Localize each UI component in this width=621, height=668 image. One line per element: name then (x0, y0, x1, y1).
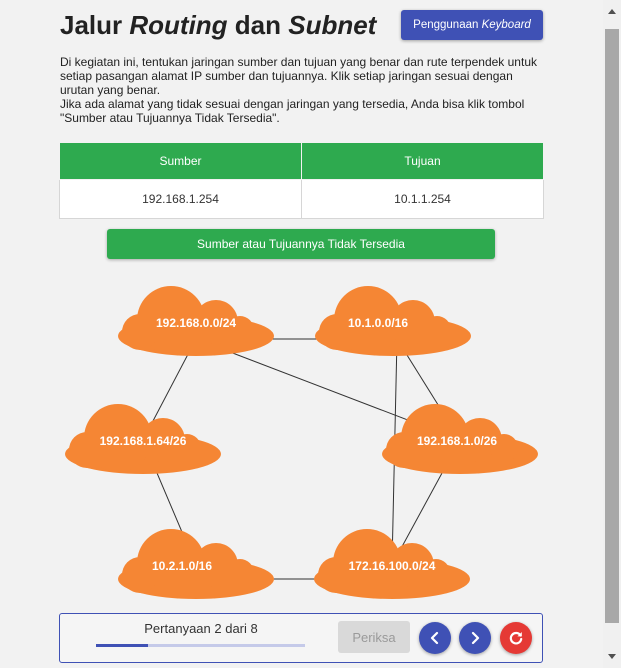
destination-ip-cell: 10.1.1.254 (301, 179, 544, 219)
scrollbar-thumb[interactable] (605, 29, 619, 623)
chevron-right-icon (471, 631, 480, 645)
vertical-scrollbar[interactable] (603, 0, 621, 668)
title-text-4: Subnet (288, 10, 377, 40)
network-node-n4[interactable]: 192.168.1.0/26 (382, 404, 538, 474)
network-node-n2[interactable]: 10.1.0.0/16 (315, 286, 471, 356)
not-available-button[interactable]: Sumber atau Tujuannya Tidak Tersedia (107, 229, 495, 259)
address-table: Sumber Tujuan 192.168.1.254 10.1.1.254 (59, 142, 544, 219)
next-button[interactable] (459, 622, 491, 654)
scroll-down-arrow-icon[interactable] (608, 654, 616, 659)
page-title: Jalur Routing dan Subnet (60, 8, 376, 42)
network-label: 192.168.1.64/26 (100, 434, 187, 448)
title-text-1: Jalur (60, 10, 130, 40)
navigation-footer: Pertanyaan 2 dari 8 Periksa (59, 613, 543, 663)
instructions-line-1: Di kegiatan ini, tentukan jaringan sumbe… (60, 55, 537, 97)
progress-bar (96, 644, 305, 647)
chevron-left-icon (430, 631, 439, 645)
keyboard-usage-button[interactable]: Penggunaan Keyboard (401, 10, 543, 40)
reset-button[interactable] (500, 622, 532, 654)
title-text-3: dan (227, 10, 289, 40)
header-destination: Tujuan (301, 142, 544, 180)
network-node-n3[interactable]: 192.168.1.64/26 (65, 404, 221, 474)
check-button[interactable]: Periksa (338, 621, 410, 653)
scroll-up-arrow-icon[interactable] (608, 9, 616, 14)
reset-icon (509, 631, 523, 645)
network-label: 10.2.1.0/16 (152, 559, 212, 573)
keyboard-usage-label: Penggunaan (413, 19, 482, 31)
network-node-n5[interactable]: 10.2.1.0/16 (118, 529, 274, 599)
table-row: 192.168.1.254 10.1.1.254 (59, 179, 544, 219)
network-label: 192.168.0.0/24 (156, 316, 236, 330)
instructions-line-2: Jika ada alamat yang tidak sesuai dengan… (60, 97, 525, 125)
network-label: 10.1.0.0/16 (348, 316, 408, 330)
network-label: 172.16.100.0/24 (349, 559, 436, 573)
network-diagram: 192.168.0.0/24 10.1.0.0/16 192.168.1.64/… (65, 286, 538, 599)
instructions: Di kegiatan ini, tentukan jaringan sumbe… (60, 55, 550, 125)
question-counter: Pertanyaan 2 dari 8 (144, 621, 258, 636)
source-ip-cell: 192.168.1.254 (59, 179, 302, 219)
keyboard-usage-label-italic: Keyboard (481, 19, 531, 31)
progress-fill (96, 644, 149, 647)
title-text-2: Routing (129, 10, 228, 40)
network-label: 192.168.1.0/26 (417, 434, 497, 448)
network-node-n6[interactable]: 172.16.100.0/24 (314, 529, 470, 599)
network-node-n1[interactable]: 192.168.0.0/24 (118, 286, 274, 356)
previous-button[interactable] (419, 622, 451, 654)
